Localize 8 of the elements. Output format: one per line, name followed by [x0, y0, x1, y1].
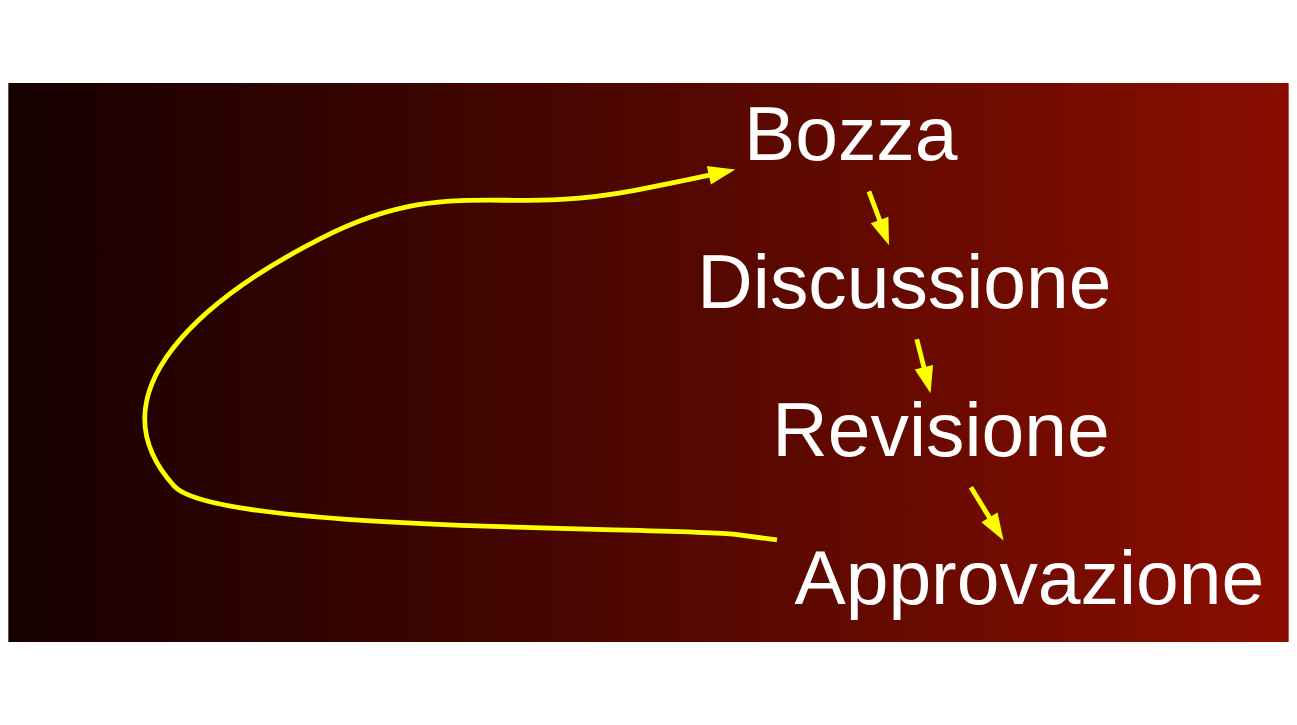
- node-text: Bozza: [743, 89, 958, 176]
- arrow: [143, 166, 778, 543]
- arrow: [914, 338, 934, 394]
- node-text: Discussione: [697, 237, 1112, 324]
- node-text: Approvazione: [794, 533, 1265, 620]
- node-text: Revisione: [772, 385, 1110, 472]
- arrow: [866, 190, 889, 246]
- arrow: [968, 485, 1004, 541]
